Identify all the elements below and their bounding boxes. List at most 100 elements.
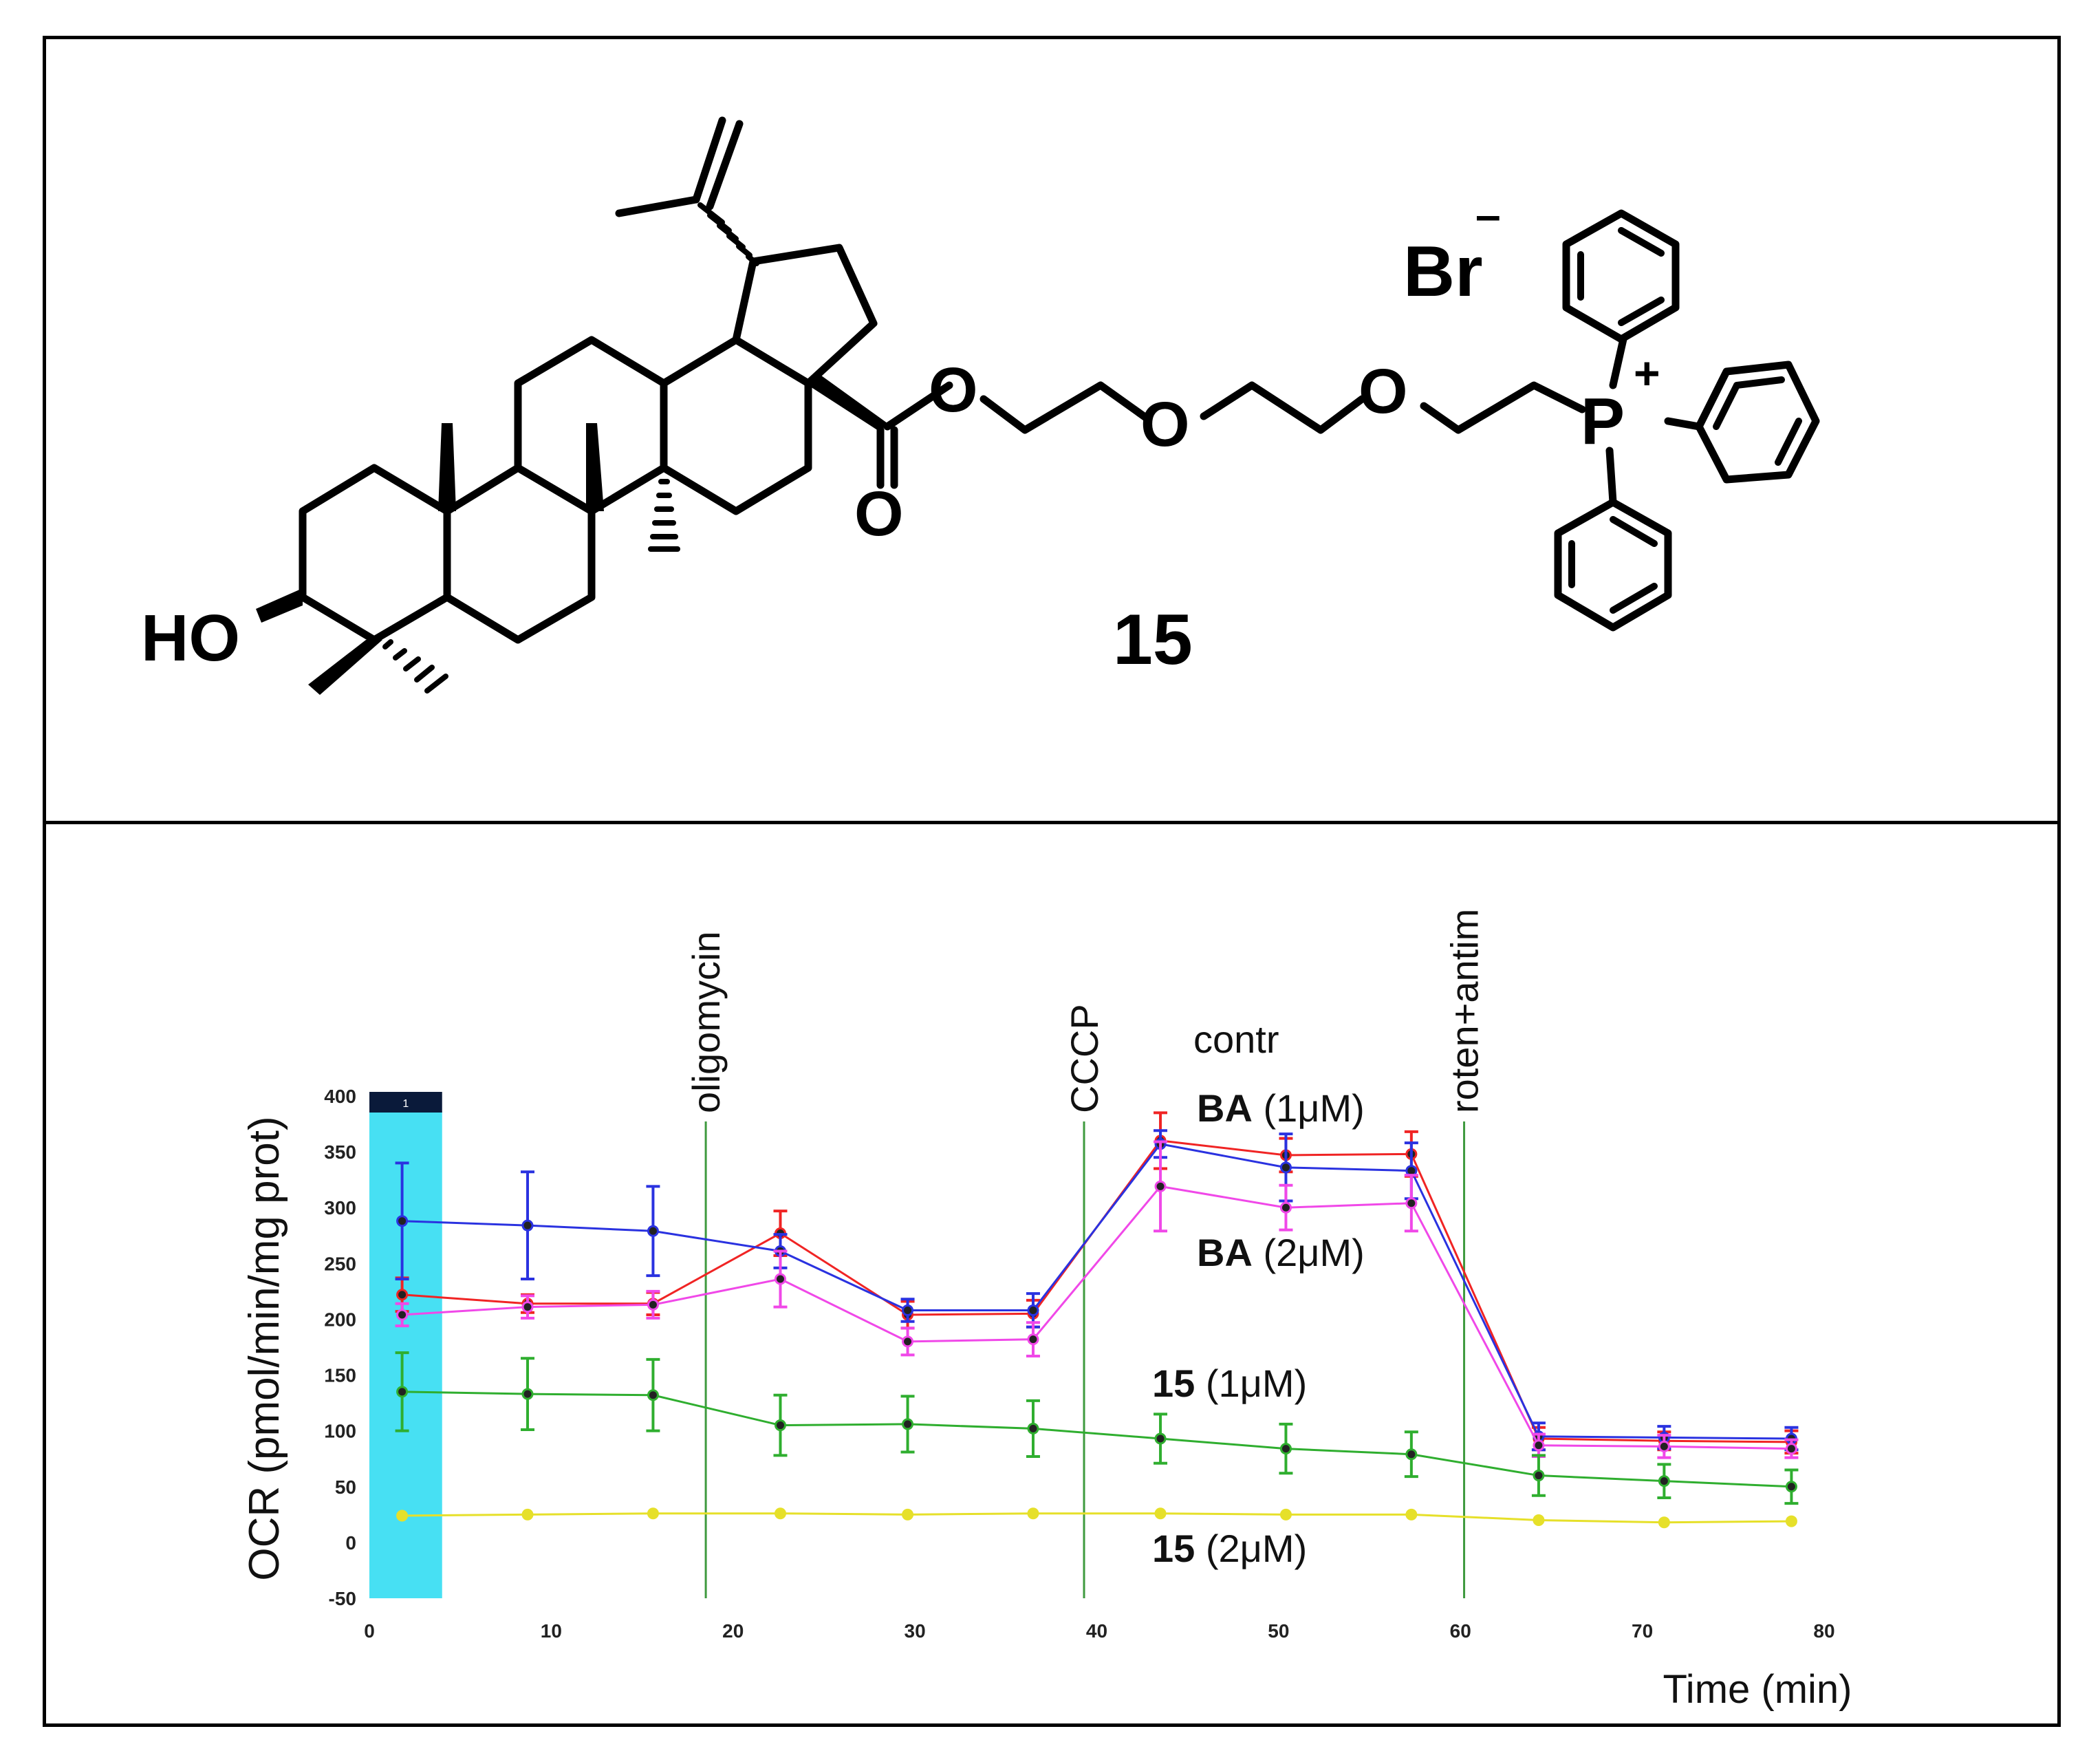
y-tick-label: 150 — [324, 1365, 356, 1386]
ester-oxygen-label: O — [929, 355, 978, 425]
series-annotation-ba2: BA (2μM) — [1197, 1231, 1365, 1274]
data-point — [1785, 1443, 1797, 1455]
data-point — [1785, 1481, 1797, 1493]
annotation-bold: 15 — [1152, 1362, 1195, 1405]
data-point — [1027, 1507, 1039, 1520]
data-point — [774, 1273, 786, 1285]
data-point — [521, 1508, 534, 1521]
data-point — [1027, 1304, 1039, 1316]
y-tick-label: 0 — [345, 1532, 356, 1554]
series-annotation-c15a: 15 (1μM) — [1152, 1362, 1307, 1405]
data-point — [1279, 1161, 1292, 1174]
series-line — [402, 1512, 1792, 1524]
series-2 — [395, 1140, 1799, 1459]
data-point — [1405, 1448, 1418, 1461]
x-tick-label: 50 — [1268, 1620, 1289, 1642]
data-point — [774, 1507, 786, 1520]
data-point — [647, 1389, 659, 1401]
counter-ion-label: Br — [1403, 232, 1483, 312]
y-tick-label: 400 — [324, 1086, 356, 1107]
series-line — [402, 1390, 1792, 1488]
x-tick-label: 40 — [1086, 1620, 1107, 1642]
data-point — [1154, 1180, 1167, 1192]
data-point — [1533, 1439, 1545, 1452]
data-point — [396, 1289, 409, 1301]
x-axis-label: Time (min) — [1663, 1667, 1852, 1712]
data-point — [902, 1304, 914, 1316]
x-tick-label: 20 — [722, 1620, 744, 1642]
data-point — [1533, 1470, 1545, 1482]
data-point — [396, 1309, 409, 1321]
x-tick-label: 0 — [364, 1620, 375, 1642]
y-tick-label: -50 — [329, 1588, 356, 1609]
phosphonium-charge: + — [1634, 347, 1660, 398]
x-tick-label: 30 — [905, 1620, 926, 1642]
data-point — [1658, 1516, 1670, 1529]
panel-divider — [43, 821, 2061, 824]
series-annotation-contr: contr — [1193, 1018, 1279, 1061]
highlight-band — [369, 1111, 442, 1598]
data-point — [1658, 1475, 1670, 1487]
y-tick-label: 100 — [324, 1421, 356, 1442]
data-point — [1154, 1507, 1167, 1520]
data-point — [1658, 1440, 1670, 1452]
y-tick-label: 250 — [324, 1253, 356, 1274]
injection-label: CCCP — [1063, 1004, 1106, 1113]
data-point — [1279, 1443, 1292, 1455]
data-point — [774, 1419, 786, 1432]
series-1 — [395, 1129, 1799, 1452]
y-tick-label: 300 — [324, 1197, 356, 1218]
data-point — [902, 1508, 914, 1521]
injection-label: oligomycin — [684, 931, 728, 1113]
annotation-text: (1μM) — [1253, 1086, 1365, 1130]
series-annotation-c15b: 15 (2μM) — [1152, 1527, 1307, 1570]
series-line — [402, 1185, 1792, 1450]
x-tick-label: 80 — [1813, 1620, 1834, 1642]
annotation-bold: BA — [1197, 1231, 1253, 1274]
injection-label: roten+antim — [1443, 909, 1486, 1113]
annotation-bold: BA — [1197, 1086, 1253, 1130]
data-point — [902, 1335, 914, 1348]
y-tick-label: 350 — [324, 1141, 356, 1163]
ether-oxygen-label-1: O — [1140, 389, 1190, 460]
x-tick-label: 60 — [1450, 1620, 1471, 1642]
annotation-text: (1μM) — [1195, 1362, 1307, 1405]
highlight-marker — [369, 1092, 442, 1113]
figure-frame — [43, 36, 2061, 1727]
carbonyl-oxygen-label: O — [854, 479, 904, 549]
data-point — [521, 1301, 534, 1313]
data-point — [647, 1507, 659, 1520]
series-annotation-ba1: BA (1μM) — [1197, 1086, 1365, 1130]
y-axis-label: OCR (pmol/min/mg prot) — [241, 1116, 288, 1580]
compound-number: 15 — [1113, 600, 1193, 680]
data-point — [396, 1386, 409, 1398]
series-line — [402, 1143, 1792, 1440]
annotation-bold: 15 — [1152, 1527, 1195, 1570]
data-point — [647, 1298, 659, 1311]
data-point — [521, 1219, 534, 1232]
data-point — [1027, 1422, 1039, 1435]
data-point — [1027, 1333, 1039, 1346]
series-3 — [395, 1351, 1799, 1505]
data-point — [1279, 1201, 1292, 1214]
series-0 — [395, 1111, 1799, 1455]
data-point — [902, 1418, 914, 1430]
data-point — [1533, 1514, 1545, 1526]
data-point — [1785, 1515, 1797, 1527]
data-point — [1154, 1432, 1167, 1445]
chemical-structure: HO O O O O P + Br – 15 — [141, 116, 1820, 695]
data-point — [396, 1509, 409, 1522]
data-point — [1405, 1197, 1418, 1210]
data-point — [521, 1388, 534, 1400]
data-point — [1279, 1508, 1292, 1521]
series-line — [402, 1139, 1792, 1443]
hydroxyl-label: HO — [141, 601, 240, 675]
data-point — [396, 1215, 409, 1227]
y-tick-label: 50 — [335, 1476, 356, 1498]
x-tick-label: 70 — [1632, 1620, 1653, 1642]
annotation-text: (2μM) — [1195, 1527, 1307, 1570]
highlight-marker-text: 1 — [402, 1098, 409, 1110]
data-point — [647, 1225, 659, 1237]
data-point — [1405, 1508, 1418, 1521]
